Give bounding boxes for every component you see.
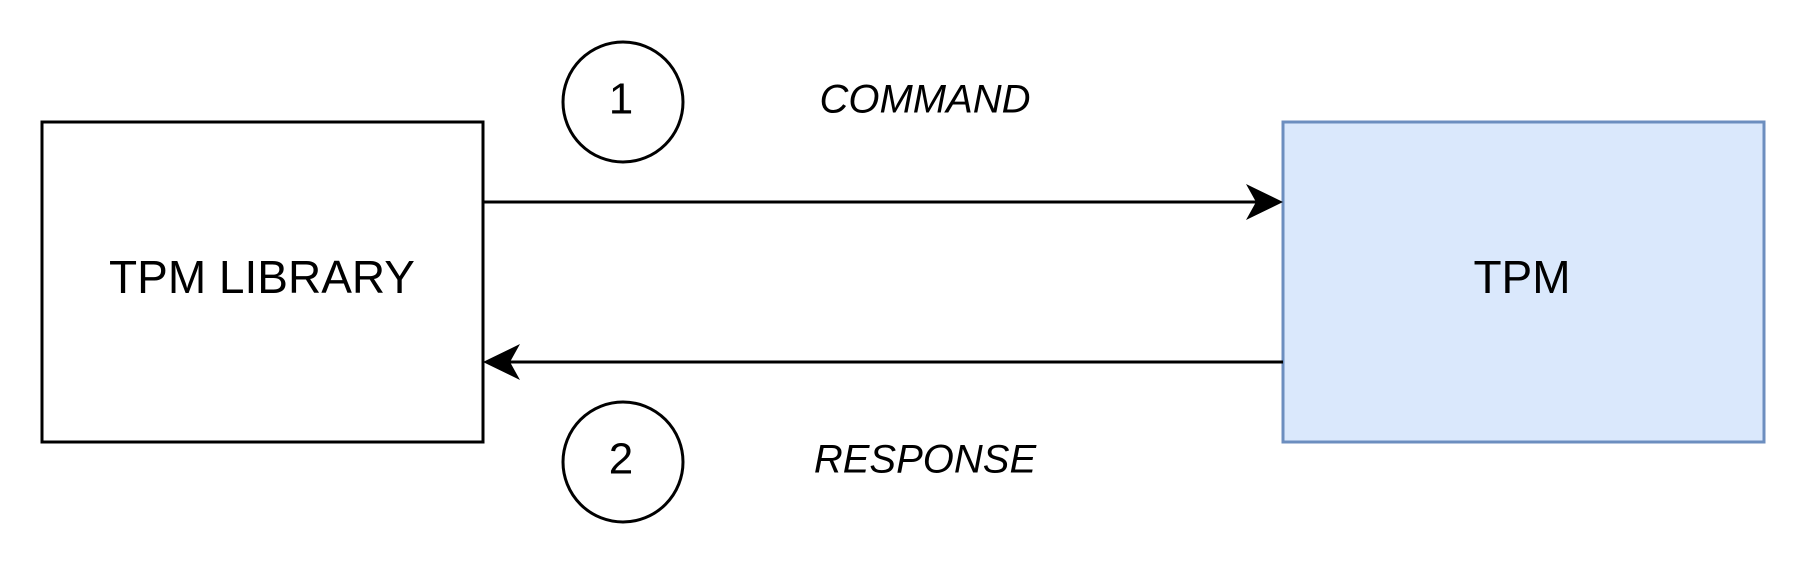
command-arrowhead: [1246, 184, 1283, 220]
tpm-library-node: TPM LIBRARY: [40, 120, 485, 444]
tpm-library-label: TPM LIBRARY: [109, 251, 415, 303]
tpm-label: TPM: [1473, 251, 1570, 303]
command-arrow: [483, 184, 1283, 220]
command-label: COMMAND: [819, 78, 1030, 122]
response-label: RESPONSE: [814, 438, 1038, 482]
step-2-circle: [561, 400, 685, 524]
step-2-number: 2: [609, 435, 633, 484]
step-1: 1 COMMAND: [561, 40, 1031, 164]
step-1-number: 1: [609, 75, 633, 124]
step-2: 2 RESPONSE: [561, 400, 1038, 524]
tpm-library-box: [40, 120, 485, 444]
step-1-circle: [561, 40, 685, 164]
response-arrowhead: [483, 344, 520, 380]
tpm-box: [1281, 120, 1766, 444]
tpm-node: TPM: [1281, 120, 1766, 444]
response-arrow: [483, 344, 1283, 380]
